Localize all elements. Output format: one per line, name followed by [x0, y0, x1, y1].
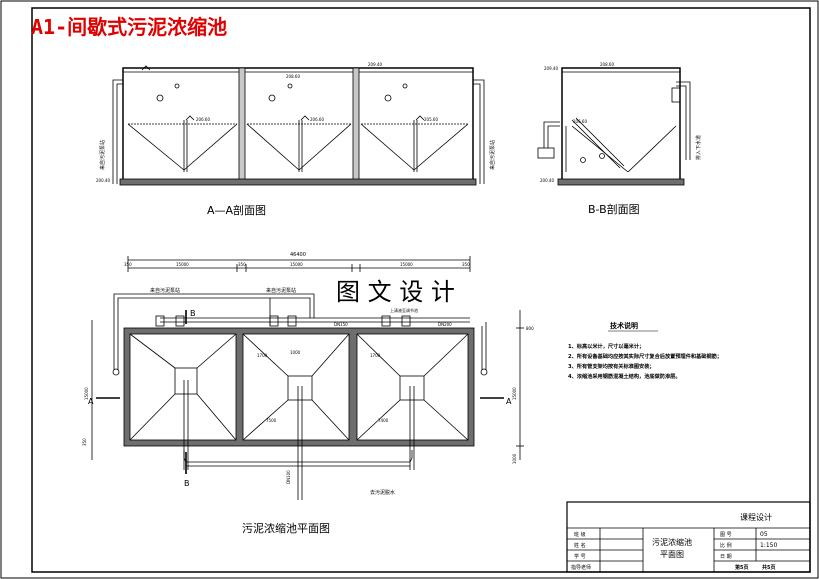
- plan-drain-note: 去污泥脱水: [370, 489, 395, 496]
- technical-notes: 技术说明 1、标高以米计，尺寸以毫米计； 2、所有设备基础均应按其实际尺寸复合后…: [568, 321, 722, 380]
- plan-marker-b-top: B: [190, 309, 196, 318]
- plan-side-dim-4: 15000: [84, 387, 89, 400]
- tb-drawing-name-1: 污泥浓缩池: [652, 537, 692, 547]
- tb-value-number: 05: [760, 531, 768, 538]
- plan-dim-1: 350: [124, 262, 132, 267]
- plan-marker-a-left: A: [88, 397, 94, 406]
- title-block: [566, 501, 811, 573]
- bb-elev-top: 209.40: [544, 66, 558, 71]
- plan-side-dim-5: 350: [82, 438, 87, 446]
- plan-marker-b-bottom: B: [184, 479, 190, 488]
- plan-dim-4: 15000: [290, 262, 303, 267]
- plan-marker-a-right: A: [506, 397, 512, 406]
- sheet-title: A1-间歇式污泥浓缩池: [31, 15, 227, 39]
- plan-side-dim-1: 800: [526, 326, 534, 331]
- note-2: 2、所有设备基础均应按其实际尺寸复合后放置预埋件和基础钢筋；: [568, 352, 722, 360]
- aa-elev-5: 205.60: [424, 117, 438, 122]
- bb-pipe-note: 排入下水道: [695, 135, 702, 160]
- tb-label-name: 姓 名: [574, 542, 586, 549]
- aa-pipe-note-right: 来自污泥泵站: [489, 140, 496, 170]
- note-3: 3、所有管支架均按有关标准图安装；: [568, 362, 655, 370]
- tb-label-number: 图 号: [720, 532, 732, 538]
- plan-inner-dim-2: 1700: [370, 353, 381, 358]
- aa-elev-2: 208.60: [286, 74, 300, 79]
- watermark-text: 图 文 设 计: [336, 278, 455, 306]
- section-aa-annotations: 209.40 208.60 206.60 206.60 205.60 200.4…: [96, 62, 496, 217]
- plan-pipe-tag-1: DN150: [334, 322, 348, 327]
- note-1: 1、标高以米计，尺寸以毫米计；: [568, 342, 644, 350]
- plan-label: 污泥浓缩池平面图: [242, 522, 330, 535]
- plan-view: [91, 256, 524, 500]
- plan-dim-2: 15000: [176, 262, 189, 267]
- plan-pipe-tag-3: DN100: [286, 470, 291, 484]
- plan-inner-dim-1: 1700: [257, 353, 268, 358]
- plan-sludge-from-2: 来自污泥泵站: [266, 287, 296, 294]
- aa-elev-4: 206.60: [310, 117, 324, 122]
- note-4: 4、浓缩池采用钢筋混凝土结构，池底做防渗层。: [568, 372, 681, 380]
- tb-drawing-name-2: 平面图: [660, 550, 684, 559]
- aa-elev-top: 209.40: [368, 62, 382, 67]
- plan-side-dim-2: 15000: [512, 387, 517, 400]
- plan-dim-5: 15000: [400, 262, 413, 267]
- notes-title: 技术说明: [610, 321, 638, 330]
- plan-inner-dim-4: 7500: [266, 418, 277, 423]
- section-bb-annotations: 209.40 208.60 206.60 200.40 排入下水道 B-B剖面图: [540, 62, 702, 216]
- plan-overflow-note: 上清液至调节池: [390, 307, 418, 313]
- bb-elev-bottom: 200.40: [540, 178, 554, 183]
- plan-overall-dim: 46400: [290, 252, 306, 258]
- plan-pipe-tag-2: DN200: [438, 322, 452, 327]
- aa-elev-3: 206.60: [196, 117, 210, 122]
- tb-label-scale: 比 例: [720, 542, 732, 549]
- tb-project: 课程设计: [740, 512, 772, 522]
- plan-dim-3: 350: [238, 262, 246, 267]
- plan-dim-6: 350: [462, 262, 470, 267]
- tb-value-scale: 1:150: [760, 542, 777, 549]
- tb-label-advisor: 指导老师: [571, 564, 591, 571]
- plan-inner-dim-3: 1000: [290, 350, 301, 355]
- tb-total: 共5页: [762, 564, 775, 571]
- section-bb-view: [537, 67, 691, 186]
- bb-elev-2: 208.60: [600, 62, 614, 67]
- tb-label-date: 日 期: [720, 554, 732, 560]
- section-bb-label: B-B剖面图: [588, 202, 640, 216]
- tb-label-id: 学 号: [574, 553, 586, 560]
- aa-elev-bottom: 200.40: [96, 178, 110, 183]
- section-aa-view: [112, 65, 485, 186]
- plan-side-dim-3: 1000: [512, 453, 517, 464]
- plan-sludge-from-1: 来自污泥泵站: [150, 287, 180, 294]
- bb-elev-3: 206.60: [573, 119, 587, 124]
- tb-label-class: 班 级: [574, 531, 586, 538]
- aa-pipe-note-left: 来自污泥泵站: [99, 140, 106, 170]
- tb-page: 第5页: [735, 564, 748, 571]
- section-aa-label: A—A剖面图: [207, 203, 266, 217]
- plan-annotations: 46400 350 15000 350 15000 15000 350 来自污泥…: [82, 252, 534, 535]
- plan-inner-dim-5: 7400: [378, 418, 389, 423]
- title-block-text: 课程设计 班 级 姓 名 学 号 指导老师 污泥浓缩池 平面图 图 号 比 例 …: [571, 512, 777, 571]
- inner-frame: [31, 7, 811, 573]
